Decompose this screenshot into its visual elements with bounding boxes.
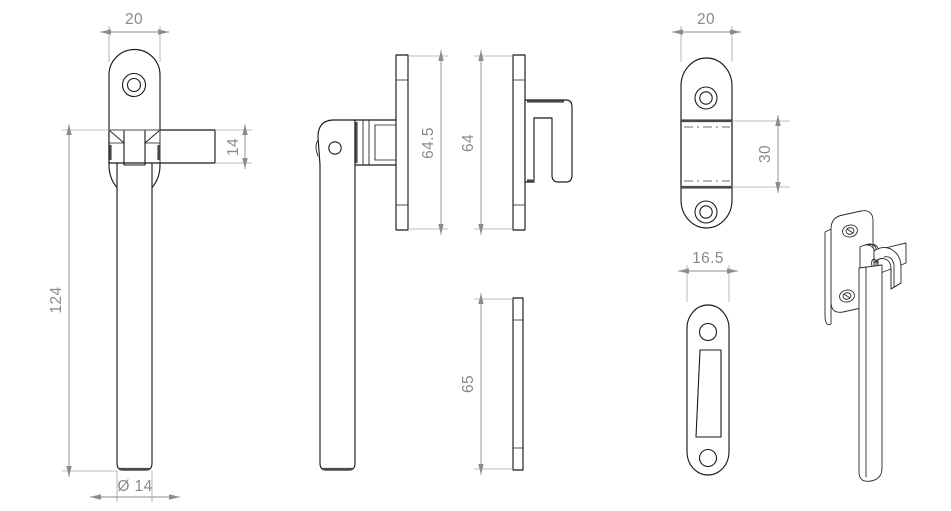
- iso-knuckle-inner: [883, 256, 895, 288]
- striker-plate-front-outline: [686, 304, 730, 476]
- spindle-block-outline: [108, 129, 216, 164]
- iso-screw-top-outer: [842, 224, 858, 238]
- iso-screw-top-slot: [846, 228, 854, 234]
- dim-length-124: 124: [48, 124, 160, 477]
- handle-shank-outline: [116, 139, 153, 471]
- pivot-inner-circle: [126, 77, 142, 93]
- iso-screw-bottom-inner: [842, 292, 852, 300]
- striker-hole-top: [698, 322, 718, 342]
- striker-edge-outline: [512, 297, 524, 471]
- side-lever-outline: [317, 119, 356, 471]
- rose-plate-outline: [395, 54, 409, 231]
- iso-lever-shank: [858, 264, 883, 482]
- rose-plate-view: 20 30: [672, 11, 790, 229]
- iso-screw-bottom-outer: [839, 289, 855, 303]
- dim-striker-width-165: 16.5: [678, 250, 738, 302]
- keeper-backplate-outline: [512, 54, 526, 231]
- keeper-side-view: 64: [460, 50, 573, 235]
- iso-knuckle-shade: [890, 268, 902, 290]
- dim-width-20: 20: [100, 11, 169, 62]
- dim-label-plate-height-65: 65: [460, 375, 477, 393]
- dim-label-plate-width-20: 20: [697, 11, 715, 28]
- dim-label-band-30: 30: [757, 145, 774, 163]
- screw-hole-top-inner: [699, 91, 713, 105]
- spindle-inner-outline: [123, 129, 146, 166]
- striker-plate-view: 16.5: [678, 250, 738, 476]
- striker-hole-bottom: [698, 448, 718, 468]
- dim-label-diameter-14: Ø 14: [117, 478, 152, 495]
- dim-label-width-20: 20: [125, 11, 143, 28]
- screw-hole-bottom-outer: [694, 200, 718, 224]
- dim-label-keeper-height-64: 64: [460, 134, 477, 152]
- dim-plate-height-645: 64.5: [408, 50, 448, 235]
- pivot-outer-circle: [121, 72, 147, 98]
- spindle-chamfer-right: [144, 129, 161, 144]
- iso-screw-bottom-slot: [843, 293, 851, 299]
- screw-hole-bottom-inner: [699, 205, 713, 219]
- dim-plate-height-65: 65: [460, 293, 513, 475]
- rose-plate-front-outline: [680, 57, 733, 229]
- plate-edge-view: 65: [460, 293, 524, 475]
- keeper-hook-outline: [524, 99, 573, 183]
- isometric-view: [824, 210, 907, 482]
- dim-label-striker-width-165: 16.5: [692, 250, 724, 267]
- side-view: 64.5: [315, 50, 448, 471]
- dim-label-spindle-14: 14: [225, 138, 242, 156]
- iso-rose-plate-edge: [824, 228, 832, 326]
- dim-plate-width-20: 20: [672, 11, 741, 62]
- side-pivot-hole: [328, 141, 342, 155]
- dim-spindle-14: 14: [215, 124, 252, 169]
- screw-hole-top-outer: [694, 86, 718, 110]
- front-view: 20: [48, 11, 252, 502]
- dim-keeper-height-64: 64: [460, 50, 513, 235]
- side-knuckle-notch: [315, 139, 319, 157]
- spindle-chamfer-left: [108, 129, 125, 144]
- dim-label-length-124: 124: [48, 286, 65, 313]
- iso-screw-top-inner: [845, 227, 855, 235]
- dim-label-plate-height-645: 64.5: [420, 127, 437, 159]
- dim-band-30: 30: [732, 115, 790, 193]
- striker-slot: [695, 349, 722, 438]
- dim-diameter-14: Ø 14: [90, 471, 180, 502]
